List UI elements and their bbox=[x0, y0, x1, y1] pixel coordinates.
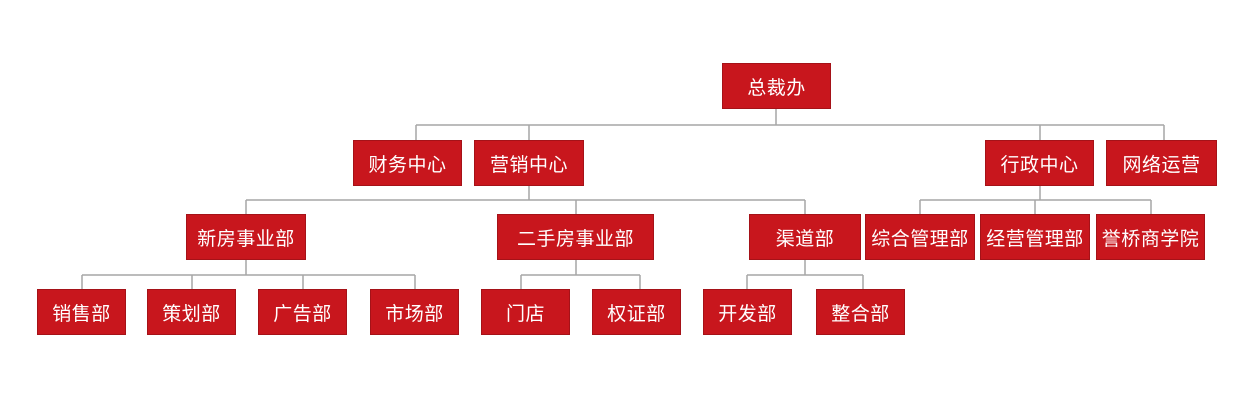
node-finance-center: 财务中心 bbox=[353, 140, 462, 186]
node-new-house-division: 新房事业部 bbox=[186, 214, 306, 260]
node-general-management: 综合管理部 bbox=[865, 214, 975, 260]
node-sales-department: 销售部 bbox=[37, 289, 126, 335]
node-operations-management: 经营管理部 bbox=[980, 214, 1090, 260]
node-market-department: 市场部 bbox=[370, 289, 459, 335]
node-certificate-department: 权证部 bbox=[592, 289, 681, 335]
node-channel-department: 渠道部 bbox=[749, 214, 861, 260]
node-second-hand-division: 二手房事业部 bbox=[497, 214, 654, 260]
node-advertising-department: 广告部 bbox=[258, 289, 347, 335]
node-admin-center: 行政中心 bbox=[985, 140, 1094, 186]
node-business-school: 誉桥商学院 bbox=[1096, 214, 1205, 260]
node-store: 门店 bbox=[481, 289, 570, 335]
node-president-office: 总裁办 bbox=[722, 63, 831, 109]
node-marketing-center: 营销中心 bbox=[474, 140, 584, 186]
node-planning-department: 策划部 bbox=[147, 289, 236, 335]
node-development-department: 开发部 bbox=[703, 289, 792, 335]
node-network-operations: 网络运营 bbox=[1106, 140, 1217, 186]
node-integration-department: 整合部 bbox=[816, 289, 905, 335]
